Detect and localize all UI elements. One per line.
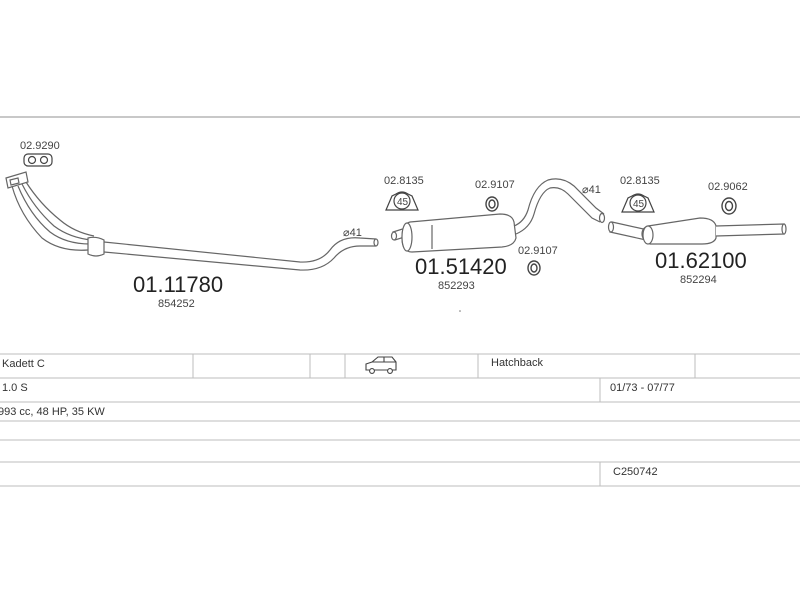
middle-silencer[interactable] <box>390 178 606 253</box>
clamp-angle-rear: 45 <box>633 199 645 210</box>
ring-icon[interactable] <box>527 260 541 276</box>
front-pipe-diameter: ⌀41 <box>343 227 362 239</box>
vehicle-table-grid <box>0 353 800 487</box>
vehicle-body-type: Hatchback <box>491 357 543 369</box>
clamp-icon[interactable] <box>385 191 419 211</box>
ring-icon[interactable] <box>485 196 499 212</box>
gasket-icon[interactable] <box>23 153 53 167</box>
clamp-angle-middle: 45 <box>397 197 409 208</box>
clamp-rear-label: 02.8135 <box>620 175 660 187</box>
clamp-middle-label: 02.8135 <box>384 175 424 187</box>
gasket-front-label: 02.9290 <box>20 140 60 152</box>
center-dot <box>459 310 461 312</box>
front-part-number: 01.11780 <box>133 272 223 297</box>
vehicle-engine: 1.0 S <box>2 382 28 394</box>
clamp-icon[interactable] <box>621 193 655 213</box>
vehicle-specs: 993 cc, 48 HP, 35 KW <box>0 406 105 418</box>
front-pipe[interactable] <box>5 171 379 271</box>
rear-part-number: 01.62100 <box>655 248 747 273</box>
vehicle-production: 01/73 - 07/77 <box>610 382 675 394</box>
car-hatchback-icon <box>365 356 397 374</box>
rear-part-ref: 852294 <box>680 274 717 286</box>
vehicle-model: Kadett C <box>2 358 45 370</box>
ring-icon[interactable] <box>721 197 737 215</box>
ring-rear-label: 02.9062 <box>708 181 748 193</box>
ring-middle-top-label: 02.9107 <box>475 179 515 191</box>
vehicle-code: C250742 <box>613 466 658 478</box>
rear-silencer[interactable] <box>607 217 787 245</box>
front-part-ref: 854252 <box>158 298 195 310</box>
middle-pipe-diameter: ⌀41 <box>582 184 601 196</box>
middle-part-ref: 852293 <box>438 280 475 292</box>
ring-middle-bottom-label: 02.9107 <box>518 245 558 257</box>
middle-part-number: 01.51420 <box>415 254 507 279</box>
